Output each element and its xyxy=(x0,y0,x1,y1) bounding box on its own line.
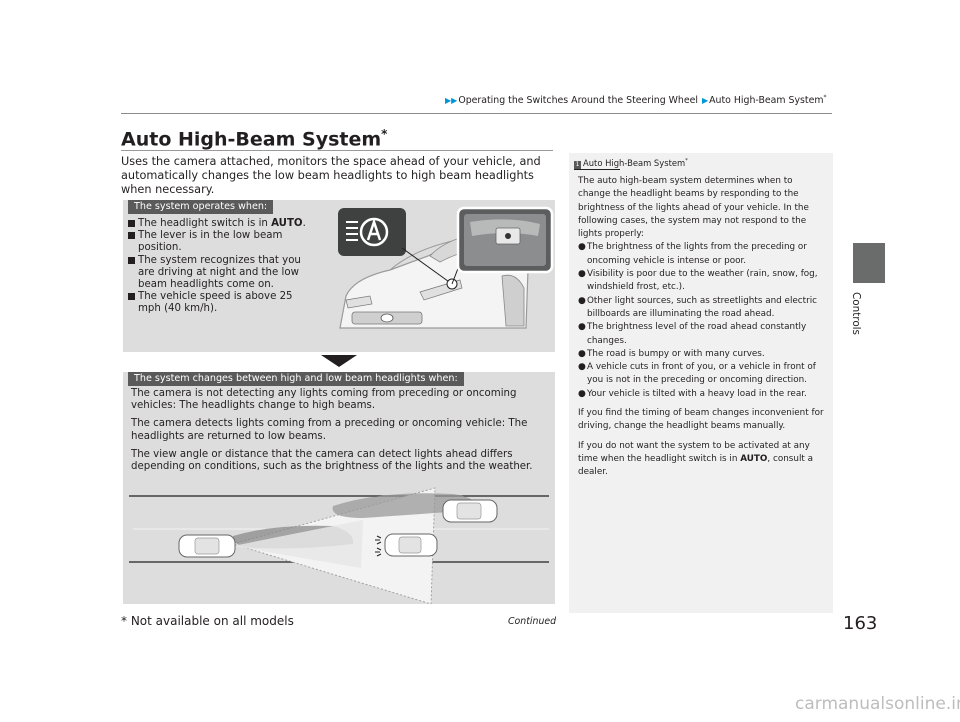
operate-item: The headlight switch is in AUTO. xyxy=(128,218,318,230)
notes-para3-bold: AUTO xyxy=(740,453,768,464)
notes-para3-text: If you do not want the system to be acti… xyxy=(578,440,810,464)
notes-bullet-text: Visibility is poor due to the weather (r… xyxy=(587,269,818,293)
square-bullet-icon xyxy=(128,293,135,301)
intro-paragraph: Uses the camera attached, monitors the s… xyxy=(121,155,541,196)
operate-item: The vehicle speed is above 25 mph (40 km… xyxy=(128,291,318,315)
operate-item: The lever is in the low beam position. xyxy=(128,230,318,254)
header-rule xyxy=(121,113,832,114)
notes-bullet: ●Other light sources, such as streetligh… xyxy=(578,295,826,322)
preceding-vehicle-icon xyxy=(375,533,438,557)
notes-rule xyxy=(574,169,620,170)
watermark: carmanualsonline.info xyxy=(795,694,960,714)
road-beam-diagram xyxy=(129,487,549,604)
section-tab-label: Controls xyxy=(850,292,862,335)
notes-bullet: ●Visibility is poor due to the weather (… xyxy=(578,268,826,295)
notes-para3-post: , consult a dealer. xyxy=(578,453,814,478)
notes-lead: The auto high-beam system determines whe… xyxy=(578,176,809,240)
changes-tag: The system changes between high and low … xyxy=(128,372,464,386)
page-title-asterisk: * xyxy=(381,127,388,141)
notes-bullet-text: The brightness level of the road ahead c… xyxy=(587,322,807,346)
operate-item-text: The system recognizes that you are drivi… xyxy=(138,254,301,291)
operate-item-text: The lever is in the low beam position. xyxy=(138,230,283,254)
own-vehicle-icon xyxy=(178,534,236,558)
bullet-dot-icon: ● xyxy=(578,295,586,306)
changes-paragraph: The camera is not detecting any lights c… xyxy=(131,388,517,412)
bullet-dot-icon: ● xyxy=(578,388,586,399)
notes-bullet: ●A vehicle cuts in front of you, or a ve… xyxy=(578,361,826,388)
square-bullet-icon xyxy=(128,220,135,227)
operate-tag: The system operates when: xyxy=(128,200,274,214)
breadcrumb: ▶▶Operating the Switches Around the Stee… xyxy=(444,94,826,106)
notes-bullet-text: Your vehicle is tilted with a heavy load… xyxy=(587,388,807,399)
notes-paragraph: If you do not want the system to be acti… xyxy=(578,440,826,480)
section-tab-marker[interactable] xyxy=(853,243,885,283)
notes-title-asterisk: * xyxy=(685,158,688,165)
notes-body: The auto high-beam system determines whe… xyxy=(578,175,826,480)
operate-item-bold: AUTO xyxy=(271,218,303,229)
breadcrumb-arrow-icon: ▶▶ xyxy=(445,96,458,106)
notes-title-text: Auto High-Beam System xyxy=(583,158,686,168)
breadcrumb-item[interactable]: Auto High-Beam System xyxy=(709,95,824,107)
square-bullet-icon xyxy=(128,232,135,240)
notes-bullet-text: The brightness of the lights from the pr… xyxy=(587,242,807,266)
oncoming-vehicle-icon xyxy=(442,499,498,523)
bullet-dot-icon: ● xyxy=(578,362,586,373)
footnote: * Not available on all models xyxy=(121,614,294,628)
changes-paragraph: The view angle or distance that the came… xyxy=(131,448,533,473)
operate-item-post: . xyxy=(302,218,306,229)
notes-bullet-text: A vehicle cuts in front of you, or a veh… xyxy=(587,362,816,386)
notes-bullet: ●Your vehicle is tilted with a heavy loa… xyxy=(578,388,826,401)
bullet-dot-icon: ● xyxy=(578,322,586,333)
notes-bullet-text: The road is bumpy or with many curves. xyxy=(587,348,765,359)
operate-item-text: The headlight switch is in xyxy=(138,218,272,229)
notes-bullet-text: Other light sources, such as streetlight… xyxy=(587,295,817,319)
page-title: Auto High-Beam System* xyxy=(121,127,387,150)
note-flag-icon: 1 xyxy=(574,161,581,169)
notes-panel xyxy=(569,153,833,613)
bullet-dot-icon: ● xyxy=(578,348,586,359)
notes-bullet: ●The road is bumpy or with many curves. xyxy=(578,348,826,361)
breadcrumb-item[interactable]: Operating the Switches Around the Steeri… xyxy=(458,95,698,107)
car-camera-illustration xyxy=(338,206,554,329)
changes-paragraph: The camera detects lights coming from a … xyxy=(131,418,528,442)
continued-label: Continued xyxy=(508,616,557,627)
page-number: 163 xyxy=(843,613,878,634)
notes-bullet: ●The brightness of the lights from the p… xyxy=(578,241,826,268)
operate-list: The headlight switch is in AUTO. The lev… xyxy=(128,218,318,316)
notes-bullet: ●The brightness level of the road ahead … xyxy=(578,321,826,348)
changes-text: The camera is not detecting any lights c… xyxy=(131,388,541,479)
bullet-dot-icon: ● xyxy=(578,242,586,253)
operate-item-text: The vehicle speed is above 25 mph (40 km… xyxy=(138,291,293,315)
page-title-text: Auto High-Beam System xyxy=(121,128,382,151)
square-bullet-icon xyxy=(128,256,135,264)
notes-paragraph: If you find the timing of beam changes i… xyxy=(578,408,824,432)
breadcrumb-arrow-icon: ▶ xyxy=(701,96,709,106)
operate-item: The system recognizes that you are drivi… xyxy=(128,255,318,292)
title-rule xyxy=(121,150,553,151)
breadcrumb-asterisk: * xyxy=(823,94,827,101)
down-arrow-icon xyxy=(321,355,357,367)
bullet-dot-icon: ● xyxy=(578,269,586,280)
